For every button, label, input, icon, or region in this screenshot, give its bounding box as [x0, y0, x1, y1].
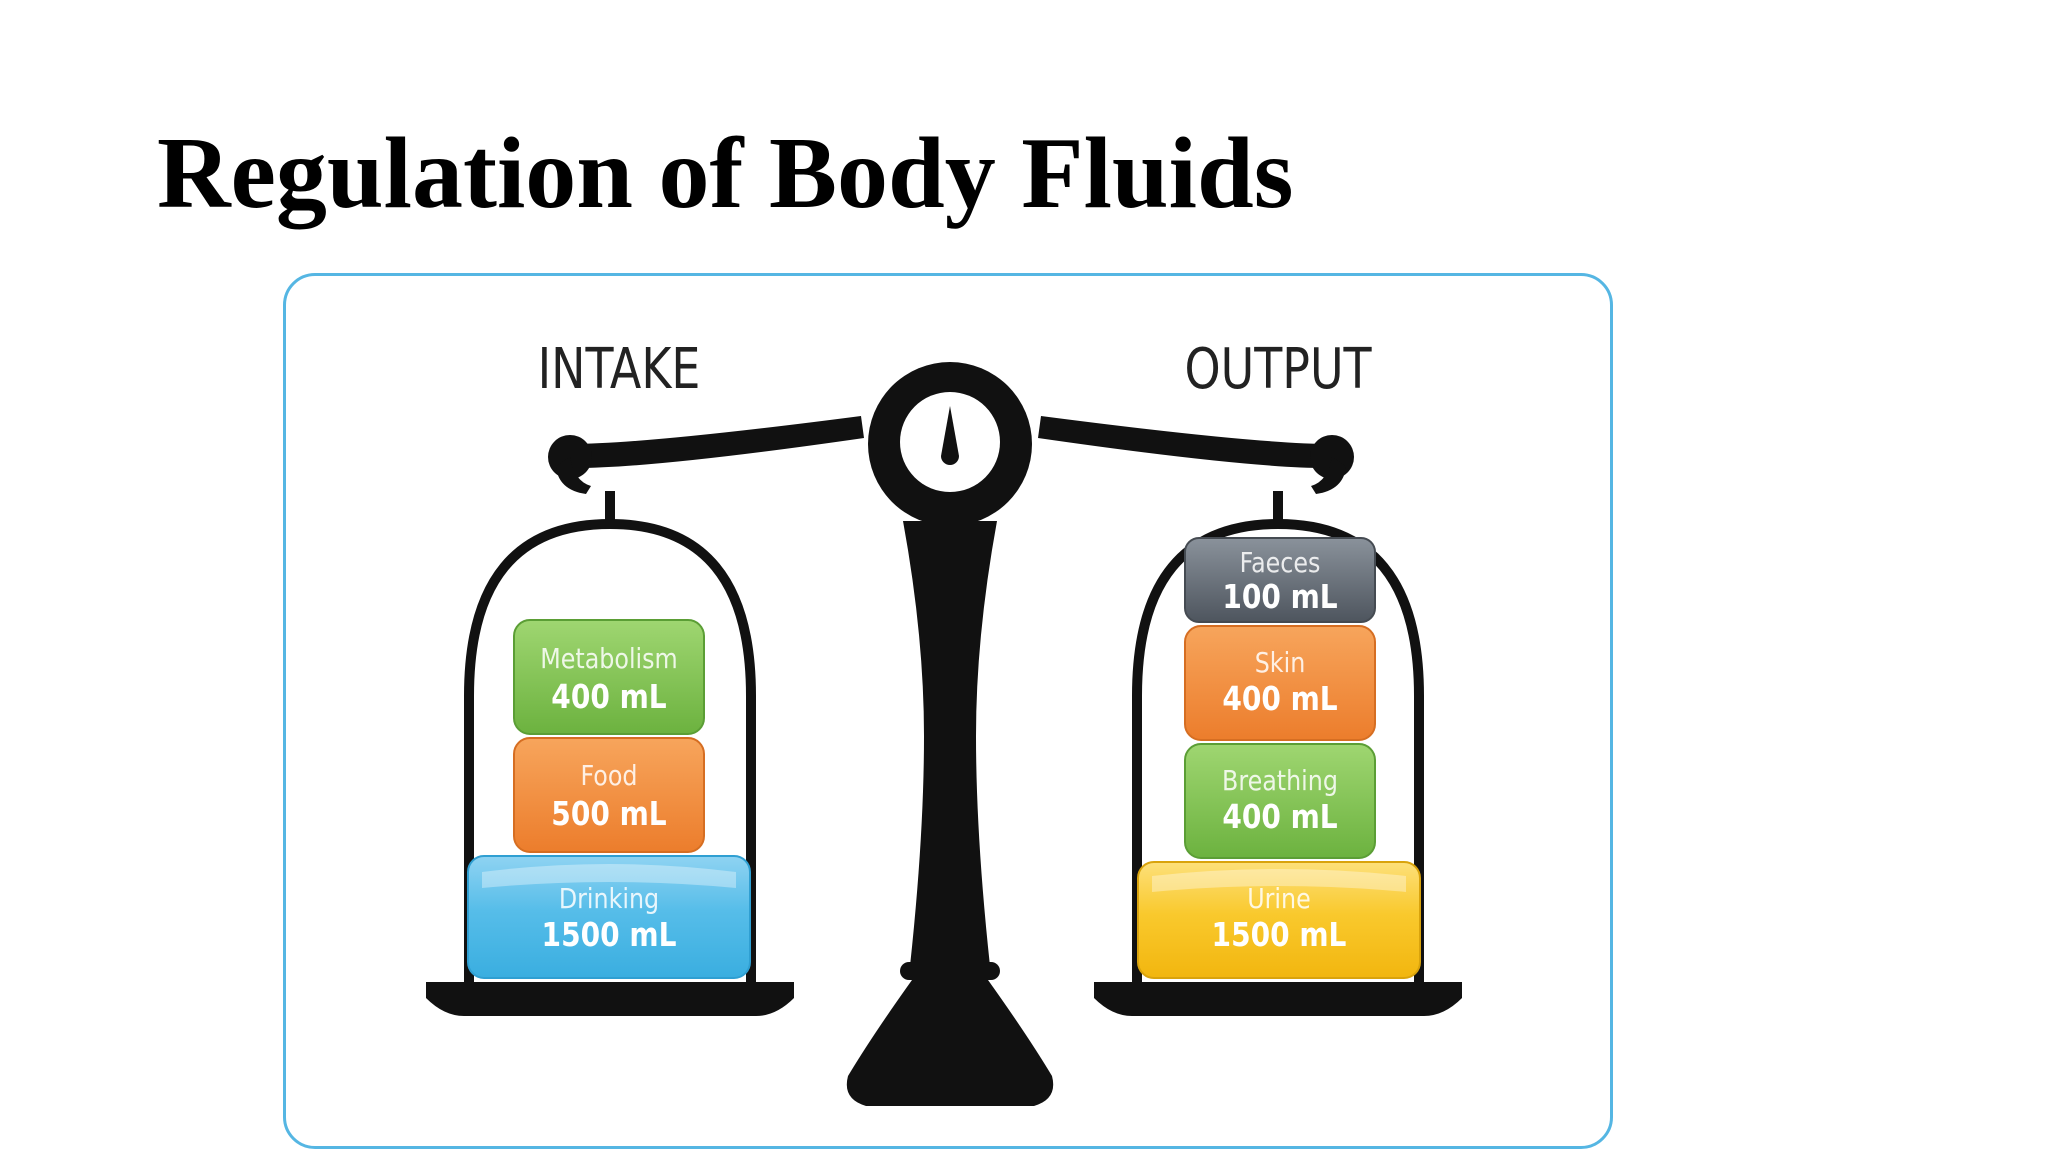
- intake-label: INTAKE: [538, 337, 701, 403]
- output-box-skin: Skin 400 mL: [1184, 625, 1376, 741]
- box-name: Breathing: [1222, 765, 1338, 797]
- intake-box-food: Food 500 mL: [513, 737, 705, 853]
- box-name: Faeces: [1240, 547, 1321, 579]
- balance-scale-diagram: INTAKE OUTPUT: [426, 337, 1462, 1106]
- box-value: 100 mL: [1222, 579, 1337, 617]
- box-value: 1500 mL: [1212, 917, 1347, 955]
- output-pan: [1094, 491, 1462, 1016]
- box-name: Metabolism: [540, 643, 677, 675]
- intake-pan: [426, 491, 794, 1016]
- box-name: Skin: [1255, 647, 1306, 679]
- box-name: Urine: [1247, 883, 1311, 915]
- box-value: 400 mL: [1222, 799, 1337, 837]
- output-box-faeces: Faeces 100 mL: [1184, 537, 1376, 623]
- scale-beam: [548, 416, 1354, 494]
- scale-pillar: [846, 521, 1054, 1106]
- box-value: 1500 mL: [542, 917, 677, 955]
- intake-box-metabolism: Metabolism 400 mL: [513, 619, 705, 735]
- diagram-frame: INTAKE OUTPUT: [283, 273, 1613, 1149]
- scale-dial: [868, 362, 1032, 526]
- intake-box-drinking: Drinking 1500 mL: [467, 855, 751, 979]
- box-name: Food: [580, 760, 637, 792]
- output-label: OUTPUT: [1185, 337, 1373, 403]
- output-box-breathing: Breathing 400 mL: [1184, 743, 1376, 859]
- box-value: 400 mL: [551, 679, 666, 717]
- box-value: 500 mL: [551, 796, 666, 834]
- box-name: Drinking: [559, 883, 659, 915]
- box-value: 400 mL: [1222, 681, 1337, 719]
- page-title: Regulation of Body Fluids: [157, 117, 1294, 230]
- output-box-urine: Urine 1500 mL: [1137, 861, 1421, 979]
